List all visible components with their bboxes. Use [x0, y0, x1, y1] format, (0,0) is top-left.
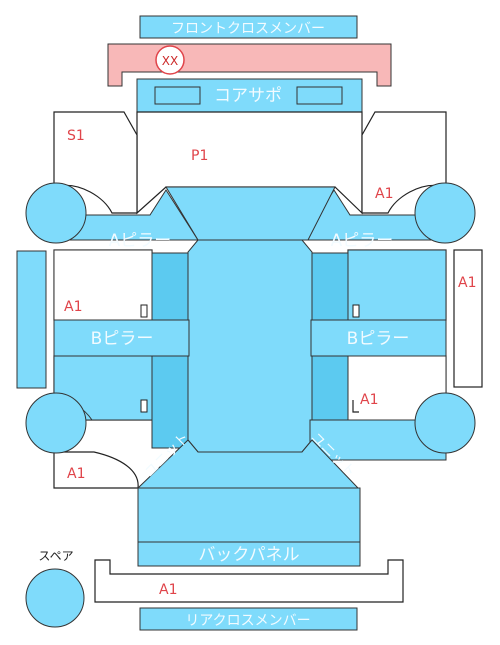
core-support-label: コアサポ — [214, 86, 282, 106]
b-pillar-left[interactable] — [53, 319, 190, 357]
core-support-left-slot — [154, 86, 201, 105]
front-marker-label: XX — [162, 54, 178, 68]
left-front-door-window — [53, 249, 153, 321]
a-pillar-left-label: Aピラー — [109, 231, 172, 251]
front-left-wheel[interactable] — [25, 182, 87, 244]
right-rear-handle — [352, 400, 359, 413]
b-pillar-right-label: Bピラー — [347, 329, 410, 349]
rear-cross-member-label: リアクロスメンバー — [185, 613, 310, 629]
rear-left-wheel[interactable] — [25, 392, 87, 454]
front-right-wheel[interactable] — [414, 182, 476, 244]
front-cross-member-label: フロントクロスメンバー — [171, 21, 325, 37]
spare-label: スペア — [38, 549, 73, 563]
rear-bumper[interactable] — [94, 559, 404, 603]
core-support-right-slot — [296, 86, 343, 105]
right-front-handle — [352, 304, 360, 318]
windshield-area[interactable] — [165, 186, 336, 241]
marker-a1-left-mid: A1 — [64, 299, 82, 315]
roof-panel[interactable] — [187, 239, 313, 453]
left-side-step[interactable] — [16, 250, 47, 389]
right-front-door-panel[interactable] — [347, 249, 447, 321]
b-pillar-left-label: Bピラー — [91, 329, 154, 349]
spare-tire[interactable] — [25, 568, 85, 628]
b-pillar-right[interactable] — [310, 319, 447, 357]
marker-a1-front-right: A1 — [375, 186, 393, 202]
marker-a1-left-rear: A1 — [67, 466, 85, 482]
back-panel[interactable] — [137, 487, 361, 567]
core-support[interactable] — [136, 78, 363, 113]
marker-a1-rear-bumper: A1 — [159, 582, 177, 598]
marker-a1-right-door: A1 — [458, 275, 476, 291]
rear-right-wheel[interactable] — [414, 392, 476, 454]
rear-cross-member[interactable] — [139, 607, 358, 631]
front-marker-circle[interactable] — [155, 45, 185, 75]
marker-p1: P1 — [191, 148, 208, 164]
a-pillar-right-label: Aピラー — [331, 231, 394, 251]
marker-s1: S1 — [67, 128, 85, 144]
back-panel-label: バックパネル — [198, 545, 299, 565]
left-rear-handle — [140, 399, 148, 413]
front-cross-member[interactable] — [139, 15, 358, 39]
marker-a1-right-rear: A1 — [360, 392, 378, 408]
left-front-handle — [140, 304, 148, 318]
right-side-step[interactable] — [453, 249, 483, 388]
